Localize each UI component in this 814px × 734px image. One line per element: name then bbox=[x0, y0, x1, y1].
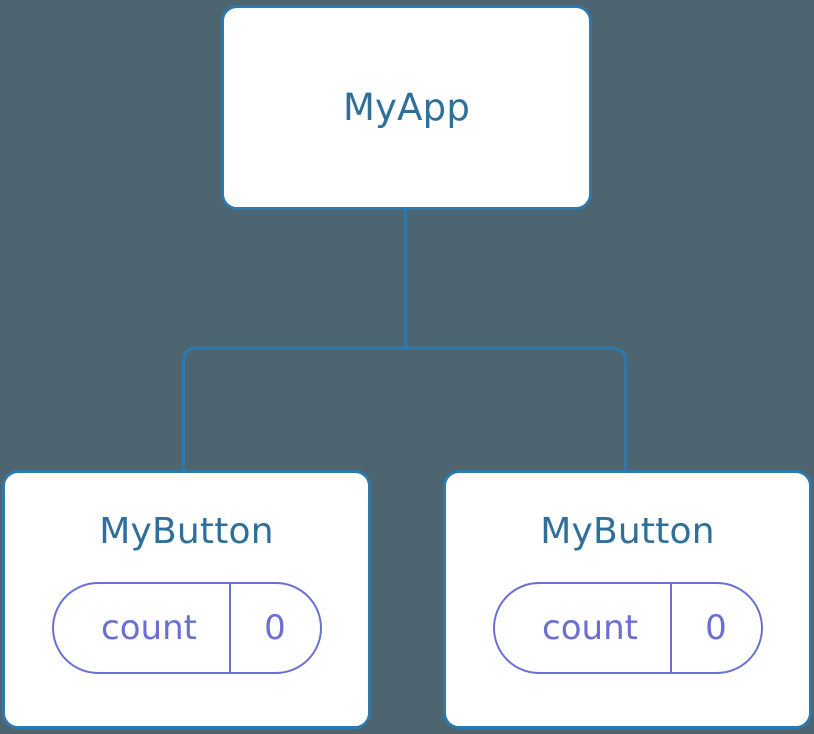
state-key-2: count bbox=[542, 608, 638, 648]
node-myapp-title: MyApp bbox=[342, 86, 471, 129]
state-value-2: 0 bbox=[669, 584, 761, 672]
node-mybutton-2-title: MyButton bbox=[540, 511, 715, 552]
state-key-1: count bbox=[101, 608, 197, 648]
state-pill-1[interactable]: count 0 bbox=[51, 582, 322, 674]
state-pill-2[interactable]: count 0 bbox=[492, 582, 763, 674]
node-mybutton-1[interactable]: MyButton count 0 bbox=[2, 470, 371, 729]
edge-children-bus bbox=[182, 346, 627, 470]
state-value-1: 0 bbox=[228, 584, 320, 672]
node-mybutton-1-title: MyButton bbox=[99, 511, 274, 552]
node-mybutton-2[interactable]: MyButton count 0 bbox=[443, 470, 812, 729]
node-myapp[interactable]: MyApp bbox=[221, 5, 592, 210]
